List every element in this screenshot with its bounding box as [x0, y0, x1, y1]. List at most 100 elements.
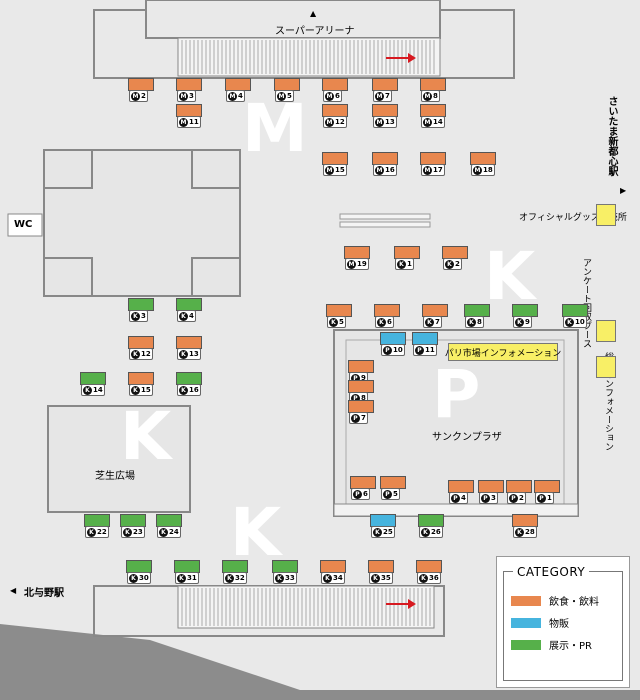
general-information-label: 総合インフォメーション [603, 352, 613, 451]
pari-market-information-label: パリ市場インフォメーション [444, 348, 562, 359]
stall-prefix-badge: M [228, 91, 237, 101]
pari-market-information-booth: パリ市場インフォメーション [445, 343, 561, 361]
stall-prefix-badge: P [509, 493, 518, 503]
stall-number: 34 [333, 574, 343, 582]
stall-number: 11 [189, 118, 199, 126]
stall-prefix-badge: M [375, 117, 384, 127]
bottom-stairs [181, 588, 431, 626]
stall-number: 18 [483, 166, 493, 174]
survey-booth-marker [596, 320, 616, 342]
wc-label: WC [14, 219, 33, 230]
stall-prefix-badge: M [423, 117, 432, 127]
stall-prefix-badge: P [351, 373, 360, 383]
stall-number: 6 [387, 318, 392, 326]
up-arrow-icon: ▲ [310, 9, 317, 18]
stall-prefix-badge: K [275, 573, 284, 583]
stall-number: 5 [339, 318, 344, 326]
stall-number: 2 [141, 92, 146, 100]
stall-prefix-badge: K [225, 573, 234, 583]
stall-prefix-badge: K [397, 259, 406, 269]
stall-prefix-badge: M [325, 91, 334, 101]
stall-prefix-badge: K [377, 317, 386, 327]
stall-number: 11 [425, 346, 435, 354]
stall-prefix-badge: P [415, 345, 424, 355]
stall-number: 22 [97, 528, 107, 536]
left-arrow-icon: ◀ [10, 586, 17, 595]
survey-booth-label: アンケート回収ブース [581, 258, 591, 348]
stall-number: 3 [141, 312, 146, 320]
stall-number: 12 [141, 350, 151, 358]
stall-number: 5 [287, 92, 292, 100]
stall-number: 13 [189, 350, 199, 358]
zone-m-letter: M [242, 90, 308, 167]
stall-prefix-badge: P [481, 493, 490, 503]
stall-number: 5 [393, 490, 398, 498]
stall-prefix-badge: K [421, 527, 430, 537]
stall-prefix-badge: M [473, 165, 482, 175]
stall-number: 14 [433, 118, 443, 126]
stall-number: 31 [187, 574, 197, 582]
legend-item-pr: 展示・PR [511, 637, 592, 652]
stall-number: 10 [575, 318, 585, 326]
stall-number: 36 [429, 574, 439, 582]
stall-number: 7 [435, 318, 440, 326]
stall-prefix-badge: M [423, 91, 432, 101]
stall-number: 4 [461, 494, 466, 502]
stall-prefix-badge: K [371, 573, 380, 583]
stall-prefix-badge: M [325, 117, 334, 127]
stall-prefix-badge: K [131, 385, 140, 395]
stall-number: 16 [189, 386, 199, 394]
stall-prefix-badge: P [351, 413, 360, 423]
legend-label-pr: 展示・PR [549, 641, 592, 652]
legend-swatch-pr [511, 639, 541, 650]
kitayono-station-label: 北与野駅 [24, 588, 64, 599]
stall-number: 33 [285, 574, 295, 582]
stall-prefix-badge: M [347, 259, 356, 269]
stall-prefix-badge: P [383, 345, 392, 355]
stall-number: 8 [477, 318, 482, 326]
category-legend: CATEGORY 飲食・飲料 物販 展示・PR [496, 556, 630, 688]
stall-number: 25 [383, 528, 393, 536]
stall-prefix-badge: K [123, 527, 132, 537]
stall-prefix-badge: K [159, 527, 168, 537]
stall-number: 10 [393, 346, 403, 354]
stall-prefix-badge: M [179, 117, 188, 127]
legend-label-food: 飲食・飲料 [549, 597, 599, 608]
stall-number: 30 [139, 574, 149, 582]
stall-prefix-badge: K [329, 317, 338, 327]
stall-number: 4 [238, 92, 243, 100]
stall-prefix-badge: P [383, 489, 392, 499]
legend-swatch-food [511, 595, 541, 606]
stall-prefix-badge: K [467, 317, 476, 327]
zone-k-letter-north: K [484, 238, 536, 315]
